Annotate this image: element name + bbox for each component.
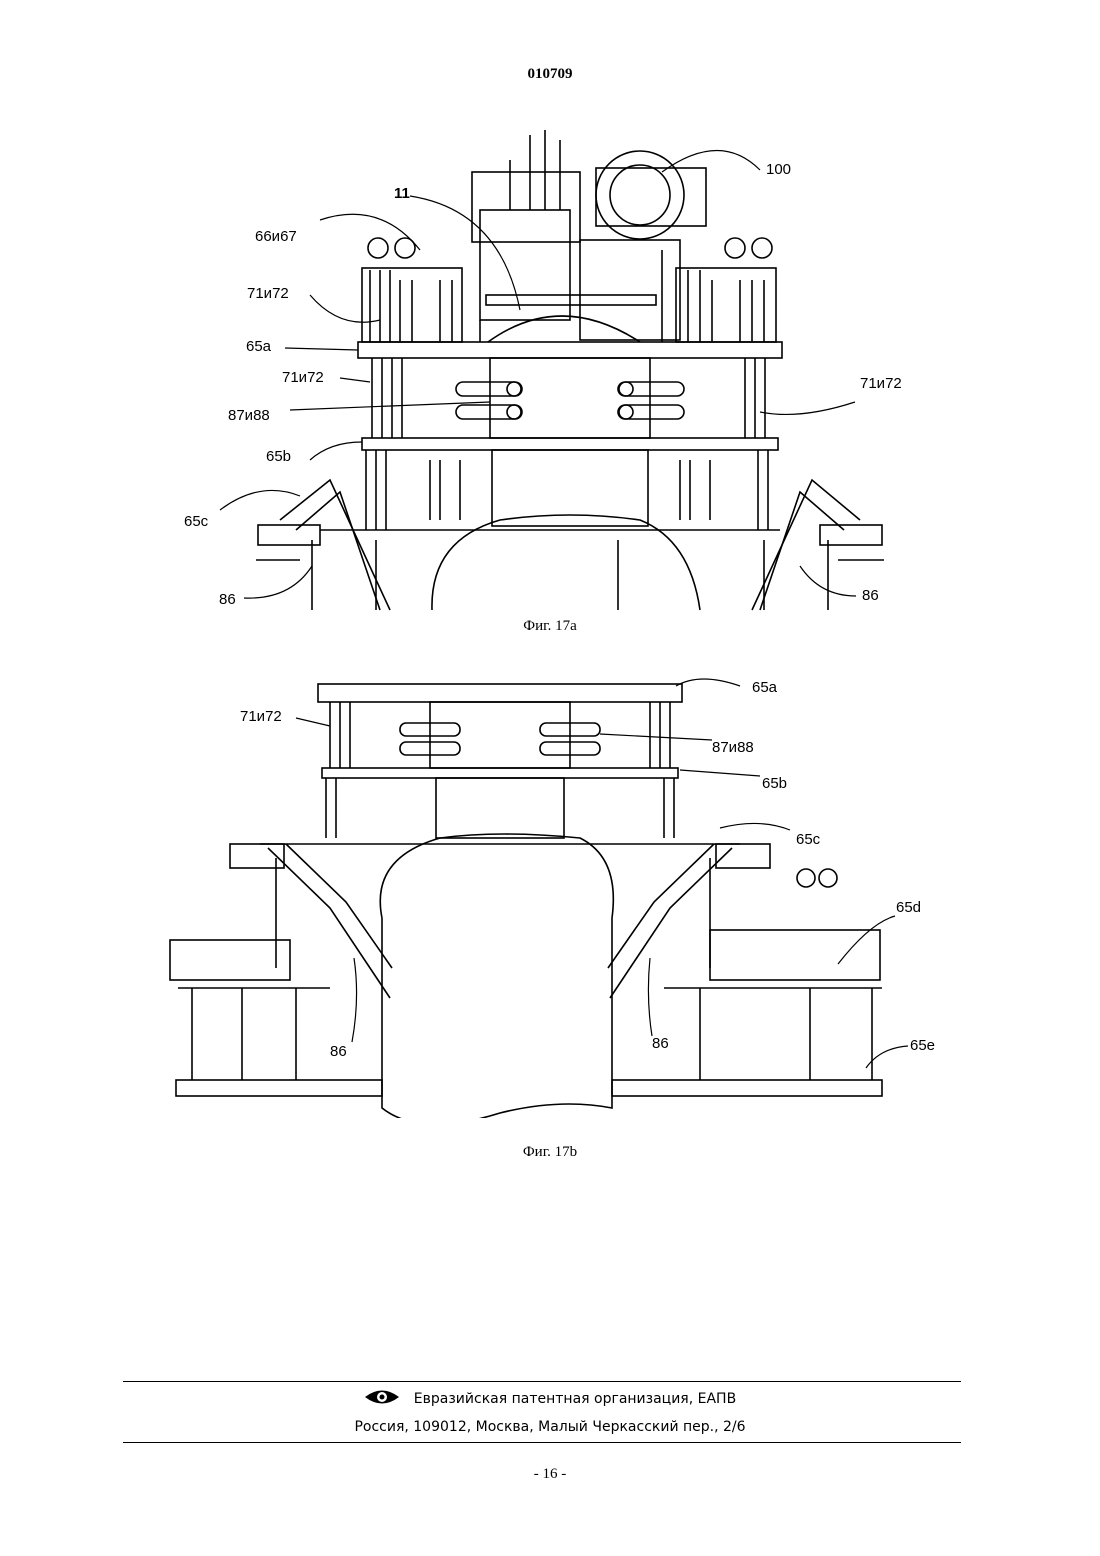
label-86-right: 86 xyxy=(652,1035,669,1052)
footer-address: Россия, 109012, Москва, Малый Черкасский… xyxy=(0,1419,1100,1435)
base-frame xyxy=(170,844,882,1096)
label-71-72-right: 71и72 xyxy=(860,375,902,392)
platform-65b xyxy=(362,438,778,450)
label-66-67: 66и67 xyxy=(255,228,297,245)
label-86-left: 86 xyxy=(330,1043,347,1060)
figure-17b-drawing: 65a 71и72 87и88 65b 65c 65d 86 86 65e xyxy=(0,668,1100,1118)
label-65a: 65a xyxy=(246,338,272,355)
caption-figure-17b: Фиг. 17b xyxy=(0,1144,1100,1161)
label-86-right: 86 xyxy=(862,587,879,604)
label-71-72-left: 71и72 xyxy=(282,369,324,386)
middle-section xyxy=(372,358,765,438)
platform-65a xyxy=(358,342,782,358)
page-number: - 16 - xyxy=(0,1466,1100,1483)
label-71-72-top: 71и72 xyxy=(247,285,289,302)
label-87-88: 87и88 xyxy=(228,407,270,424)
platform-65b xyxy=(322,768,678,778)
footer-organization: Евразийская патентная организация, ЕАПВ xyxy=(0,1388,1100,1410)
figure-17b: 65a 71и72 87и88 65b 65c 65d 86 86 65e xyxy=(0,668,1100,1118)
label-65c: 65c xyxy=(184,513,209,530)
label-87-88: 87и88 xyxy=(712,739,754,756)
left-burner-assembly xyxy=(362,238,462,342)
label-11: 11 xyxy=(394,185,410,202)
caption-figure-17a: Фиг. 17a xyxy=(0,618,1100,635)
label-65c: 65c xyxy=(796,831,821,848)
figure-17a: 100 11 66и67 71и72 65a 71и72 71и72 87и88… xyxy=(0,120,1100,620)
platform-65a xyxy=(318,684,682,702)
eye-logo-icon xyxy=(364,1388,400,1410)
label-65e: 65e xyxy=(910,1037,935,1054)
right-burner-assembly xyxy=(676,238,776,342)
label-65b: 65b xyxy=(762,775,787,792)
footer-divider-bottom xyxy=(123,1442,961,1443)
footer-divider-top xyxy=(123,1381,961,1382)
base-frame xyxy=(256,480,884,610)
organization-name: Евразийская патентная организация, ЕАПВ xyxy=(414,1391,736,1407)
document-number: 010709 xyxy=(0,66,1100,83)
label-86-left: 86 xyxy=(219,591,236,608)
label-65a: 65a xyxy=(752,679,778,696)
label-71-72: 71и72 xyxy=(240,708,282,725)
motor-unit xyxy=(472,130,706,342)
label-100: 100 xyxy=(766,161,791,178)
label-65d: 65d xyxy=(896,899,921,916)
figure-17a-drawing: 100 11 66и67 71и72 65a 71и72 71и72 87и88… xyxy=(0,120,1100,620)
label-65b: 65b xyxy=(266,448,291,465)
